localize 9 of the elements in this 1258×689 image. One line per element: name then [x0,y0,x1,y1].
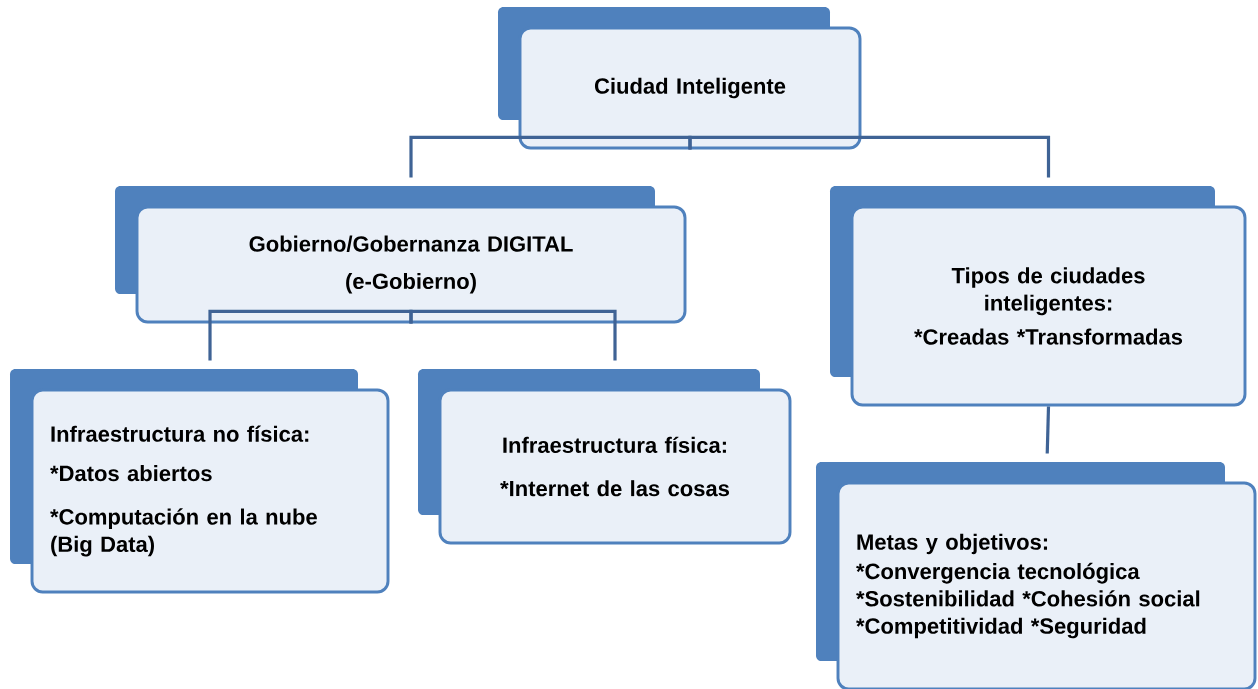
process-box: Metas y objetivos: *Convergencia tecnológica *Sostenibilidad *Cohesión social *Competitividad *Seguridad [816,462,1257,689]
process-box: Ciudad Inteligente [498,7,862,150]
connector-line [1045,406,1051,454]
process-box: Infraestructura no física: *Datos abiertos *Computación en la nube (Big Data) [10,369,390,594]
process-box: Tipos de ciudades inteligentes: *Creadas *Transformadas [830,186,1247,407]
connector-line [688,135,1051,178]
process-box: Gobierno/Gobernanza DIGITAL (e-Gobierno) [115,186,687,324]
process-box: Infraestructura física: *Internet de las cosas [418,369,792,545]
connector-line [409,309,617,361]
